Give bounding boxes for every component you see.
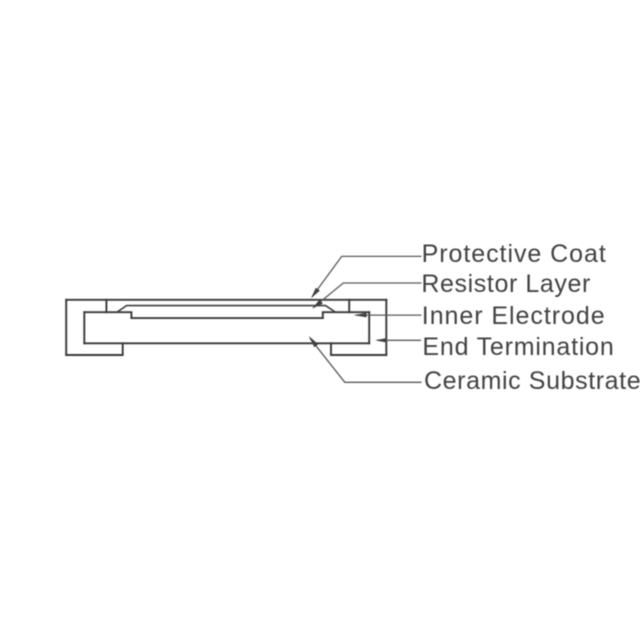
svg-text:Inner Electrode: Inner Electrode [422,302,606,330]
svg-text:Protective Coat: Protective Coat [422,240,607,268]
svg-text:Resistor Layer: Resistor Layer [421,270,591,298]
svg-text:End Termination: End Termination [422,333,614,361]
svg-text:Ceramic Substrate: Ceramic Substrate [424,367,640,395]
